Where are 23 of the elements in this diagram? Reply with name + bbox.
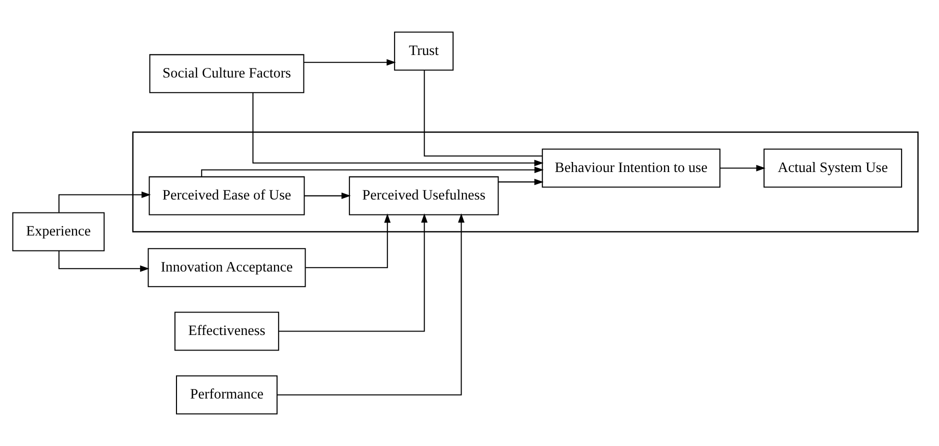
arrow xyxy=(720,164,766,172)
node-box: Performance xyxy=(176,375,278,414)
arrow xyxy=(304,192,351,200)
node-box: Innovation Acceptance xyxy=(148,248,306,288)
arrow xyxy=(306,214,391,268)
node-box: Behaviour Intention to use xyxy=(542,148,720,188)
arrow xyxy=(278,213,428,332)
arrow xyxy=(304,59,396,66)
arrow xyxy=(58,192,151,212)
connector xyxy=(424,70,542,157)
node-box: Trust xyxy=(394,32,454,71)
node-box: Experience xyxy=(12,212,105,252)
node-box: Perceived Usefulness xyxy=(348,176,499,216)
arrow xyxy=(498,178,544,186)
node-box: Social Culture Factors xyxy=(149,54,304,94)
arrow xyxy=(201,166,544,177)
arrow xyxy=(277,213,465,396)
arrow xyxy=(58,251,150,272)
node-box: Actual System Use xyxy=(764,148,902,188)
node-box: Perceived Ease of Use xyxy=(148,176,305,216)
cluster xyxy=(132,132,919,232)
node-box: Effectiveness xyxy=(174,312,280,351)
arrow xyxy=(252,93,544,166)
